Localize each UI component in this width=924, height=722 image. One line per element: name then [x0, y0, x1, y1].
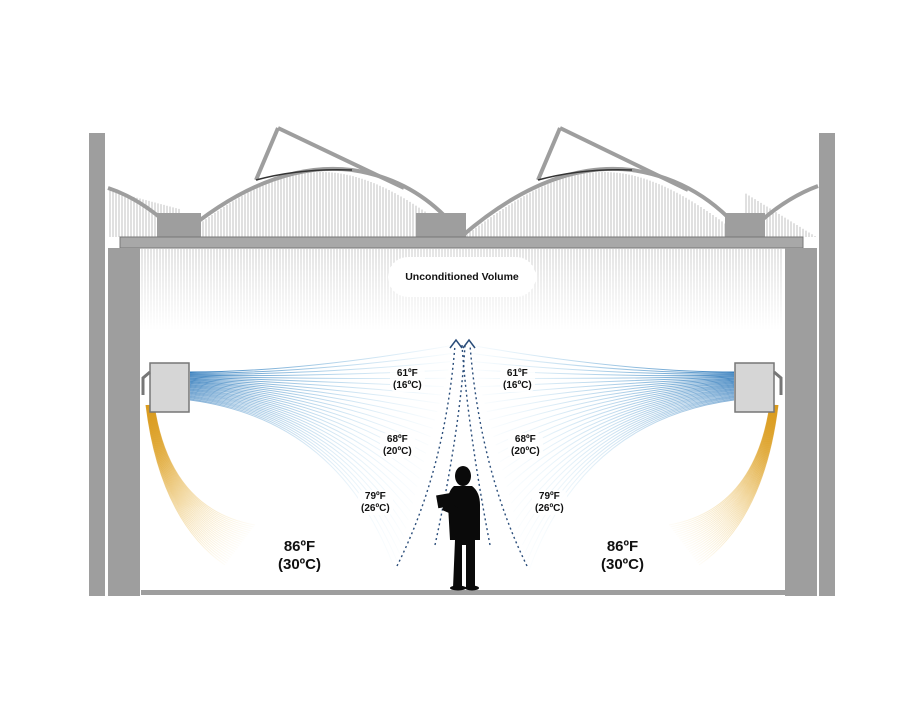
- warm-air-stream: [668, 404, 771, 526]
- temp-f: 61ºF: [506, 368, 528, 379]
- cool-air-stream: [189, 380, 436, 421]
- temp-label-right-79: 79ºF (26ºC): [532, 490, 567, 515]
- temp-c: (16ºC): [393, 379, 422, 391]
- warm-airflow-right: [668, 404, 779, 566]
- valley-left: [157, 213, 201, 237]
- up-arrow-icon: [449, 338, 476, 349]
- cool-air-stream: [189, 399, 396, 571]
- cool-air-stream: [526, 398, 735, 562]
- temp-label-right-86: 86ºF (30ºC): [598, 537, 647, 575]
- cool-air-stream: [189, 382, 431, 438]
- cool-air-stream: [495, 383, 735, 446]
- cool-air-stream: [189, 344, 456, 373]
- cool-air-stream: [488, 380, 735, 421]
- cool-air-stream: [189, 398, 398, 562]
- cool-air-stream: [506, 389, 735, 488]
- return-air-paths: [396, 344, 528, 567]
- air-handler-unit-icon: [141, 362, 190, 413]
- valley-center: [416, 213, 466, 237]
- warm-air-stream: [690, 404, 777, 555]
- temp-f: 68ºF: [514, 434, 536, 445]
- warm-air-stream: [147, 404, 234, 555]
- air-handler-unit-icon: [734, 362, 783, 413]
- temp-c: (16ºC): [503, 379, 532, 391]
- cool-air-stream: [482, 377, 735, 396]
- temp-label-right-61: 61ºF (16ºC): [500, 367, 535, 392]
- cool-air-stream: [528, 399, 735, 571]
- right-outer-wall: [819, 133, 835, 596]
- cool-air-stream: [189, 377, 442, 396]
- cool-air-stream: [189, 389, 418, 488]
- cool-airflow-right: [468, 344, 735, 571]
- temp-c: (30ºC): [278, 556, 321, 573]
- cool-air-stream: [189, 378, 440, 404]
- temp-c: (20ºC): [511, 445, 540, 457]
- cool-air-stream: [484, 378, 735, 404]
- temp-f: 61ºF: [396, 368, 418, 379]
- cool-air-stream: [189, 397, 400, 554]
- temp-c: (26ºC): [361, 502, 390, 514]
- cool-air-stream: [189, 396, 403, 546]
- cool-air-stream: [504, 388, 735, 479]
- cool-air-stream: [189, 352, 453, 374]
- temp-f: 79ºF: [538, 491, 560, 502]
- cool-air-stream: [508, 390, 735, 496]
- valley-right: [725, 213, 765, 237]
- temp-c: (30ºC): [601, 556, 644, 573]
- cool-air-stream: [189, 379, 438, 413]
- cool-air-stream: [189, 361, 451, 375]
- cool-air-stream: [493, 382, 735, 438]
- floor: [141, 590, 785, 595]
- cool-air-stream: [510, 391, 735, 504]
- temp-c: (20ºC): [383, 445, 412, 457]
- temp-label-left-86: 86ºF (30ºC): [275, 537, 324, 575]
- temp-f: 68ºF: [386, 434, 408, 445]
- warm-air-stream: [153, 404, 256, 526]
- cool-air-stream: [468, 344, 735, 373]
- skylight-glass-right: [537, 168, 633, 181]
- skylight-icon: [254, 126, 405, 190]
- person-with-tablet-icon: [436, 466, 480, 591]
- temp-c: (26ºC): [535, 502, 564, 514]
- left-outer-wall: [89, 133, 105, 596]
- skylight-glass-left: [255, 168, 353, 181]
- cool-air-stream: [473, 361, 735, 375]
- temp-f: 79ºF: [364, 491, 386, 502]
- cool-air-stream: [486, 379, 735, 413]
- cool-air-stream: [189, 392, 411, 512]
- temp-label-left-79: 79ºF (26ºC): [358, 490, 393, 515]
- cool-air-stream: [189, 388, 420, 479]
- cool-air-stream: [521, 396, 735, 546]
- cool-air-stream: [189, 395, 405, 537]
- skylight-icon: [536, 126, 689, 192]
- cool-air-stream: [471, 352, 735, 374]
- warm-air-stream: [147, 404, 233, 556]
- warm-air-stream: [691, 404, 777, 556]
- cool-air-stream: [513, 392, 735, 512]
- temp-label-right-68: 68ºF (20ºC): [508, 433, 543, 458]
- cool-air-stream: [524, 397, 735, 554]
- cool-air-stream: [189, 383, 429, 446]
- temp-label-left-68: 68ºF (20ºC): [380, 433, 415, 458]
- temp-f: 86ºF: [283, 538, 316, 555]
- cool-air-stream: [189, 390, 416, 496]
- cool-air-stream: [491, 381, 735, 429]
- cool-air-stream: [189, 391, 414, 504]
- temp-label-left-61: 61ºF (16ºC): [390, 367, 425, 392]
- temp-f: 86ºF: [606, 538, 639, 555]
- unconditioned-volume-label: Unconditioned Volume: [388, 257, 536, 297]
- warm-airflow-left: [145, 404, 256, 566]
- right-inner-wall: [785, 248, 817, 596]
- warm-air-stream: [688, 404, 776, 553]
- left-inner-wall: [108, 248, 140, 596]
- ceiling-beam: [119, 236, 804, 249]
- warm-air-stream: [148, 404, 236, 553]
- cool-air-stream: [189, 381, 433, 429]
- cool-air-stream: [519, 395, 735, 537]
